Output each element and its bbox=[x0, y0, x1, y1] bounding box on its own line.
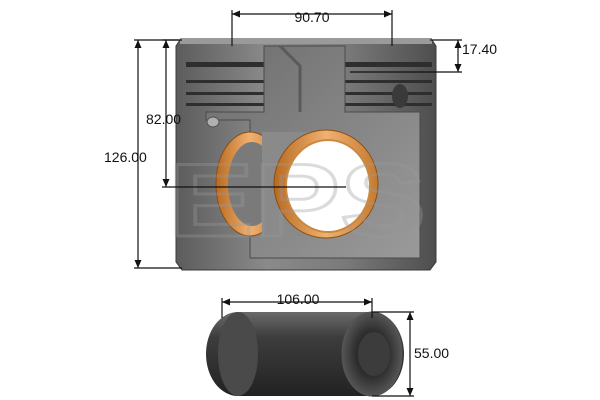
dimension-label-compression-height: 82.00 bbox=[146, 111, 181, 127]
watermark-logo: EPS bbox=[167, 142, 428, 261]
dimension-label-pin-bore-spacing: 90.70 bbox=[294, 9, 329, 25]
dimension-label-top-ring-depth: 17.40 bbox=[462, 41, 497, 57]
dimension-label-total-height: 126.00 bbox=[104, 149, 147, 165]
oil-hole bbox=[392, 84, 408, 108]
ring-grooves bbox=[186, 62, 432, 106]
dimension-lines bbox=[134, 10, 462, 397]
dimension-label-pin-length: 106.00 bbox=[277, 291, 320, 307]
dimension-label-pin-diameter: 55.00 bbox=[414, 345, 449, 361]
svg-text:EPS: EPS bbox=[168, 143, 426, 259]
wrist-pin bbox=[206, 311, 404, 397]
pin-bushing-right bbox=[262, 129, 379, 239]
dimension-arrowheads bbox=[134, 10, 462, 396]
